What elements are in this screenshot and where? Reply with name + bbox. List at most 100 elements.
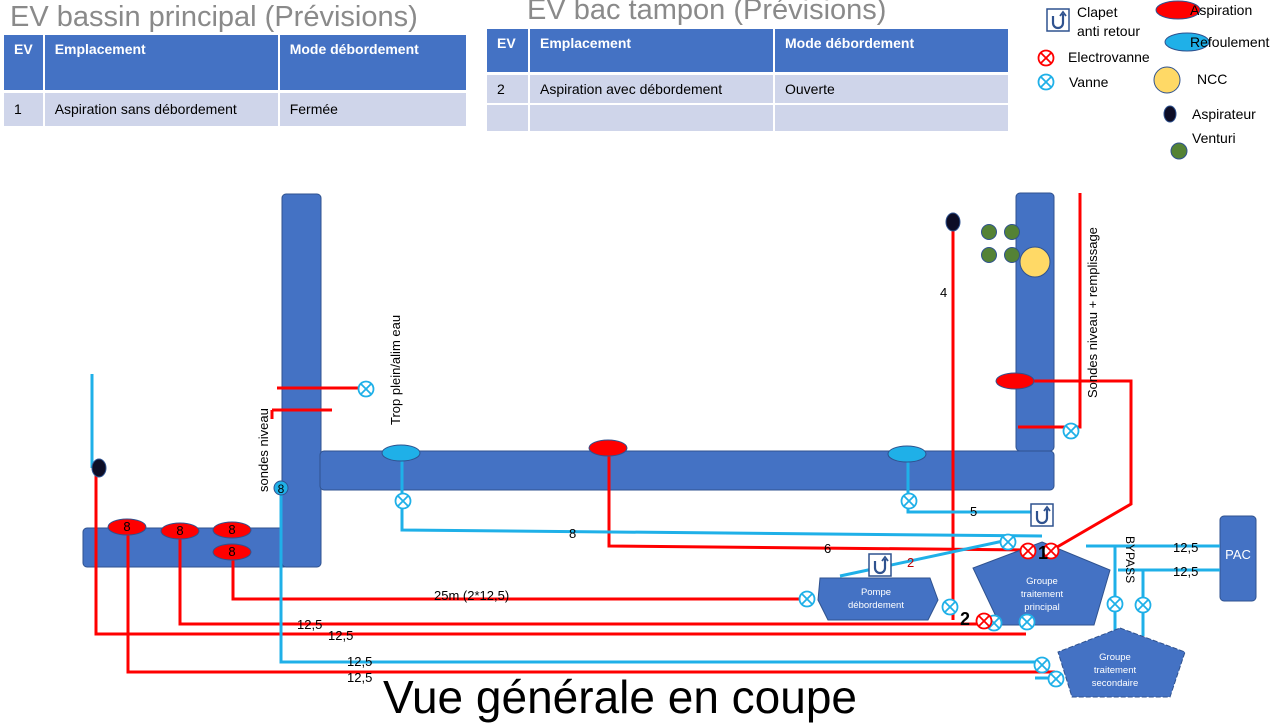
cell-mode bbox=[774, 103, 1010, 133]
clapet-entree bbox=[1029, 502, 1055, 528]
pompe-label-1: Pompe bbox=[861, 587, 891, 598]
bouche-8b bbox=[160, 522, 200, 540]
label-ev-1: 1 bbox=[1038, 543, 1048, 563]
pipe-aspiration-tampon bbox=[1015, 379, 1133, 552]
label-bouche-8a: 8 bbox=[123, 519, 130, 534]
label-trop-plein: Trop plein/alim eau bbox=[388, 315, 403, 425]
groupe-secondaire bbox=[1057, 627, 1186, 698]
cell-emplacement bbox=[529, 103, 775, 133]
refoulement-2 bbox=[887, 445, 927, 463]
pipe-bouche-c bbox=[231, 553, 807, 601]
table-principal-title: EV bassin principal (Prévisions) bbox=[10, 1, 418, 33]
aspiration-icon bbox=[1155, 0, 1201, 20]
valve-bypass-2 bbox=[1134, 596, 1152, 614]
aspiration-fond bbox=[588, 439, 628, 457]
venturi-1 bbox=[981, 224, 997, 240]
aspiration-tampon bbox=[995, 372, 1035, 390]
pipe-bouche-a bbox=[126, 532, 1055, 674]
pipe-refoulement-8 bbox=[400, 455, 1043, 538]
cell-emplacement: Aspiration sans débordement bbox=[43, 91, 280, 128]
pipe-remplissage bbox=[1018, 193, 1082, 429]
tampon-wall bbox=[1015, 192, 1055, 452]
groupe-principal bbox=[972, 541, 1111, 626]
legend-aspirateur: Aspirateur bbox=[1192, 106, 1256, 122]
label-5: 5 bbox=[970, 504, 977, 519]
legend-clapet-line2: anti retour bbox=[1077, 23, 1140, 39]
venturi-4 bbox=[1004, 247, 1020, 263]
legend-refoulement: Refoulement bbox=[1190, 34, 1269, 50]
clapet-icon bbox=[1045, 7, 1071, 33]
pipe-sonde bbox=[270, 408, 332, 419]
label-bypass: BYPASS bbox=[1123, 536, 1137, 583]
valve-ligne-a bbox=[1018, 613, 1036, 631]
tampon-floor bbox=[319, 450, 1055, 491]
label-6: 6 bbox=[824, 541, 831, 556]
th-mode: Mode débordement bbox=[278, 35, 469, 93]
refoulement-pipes bbox=[90, 374, 1220, 680]
label-12-5-c: 12,5 bbox=[347, 654, 372, 669]
legend-venturi: Venturi bbox=[1192, 130, 1236, 146]
legend-electrovanne: Electrovanne bbox=[1068, 49, 1150, 65]
aspirateur-icon bbox=[1163, 105, 1177, 123]
label-12-5-a: 12,5 bbox=[297, 617, 322, 632]
label-bouche-8e: 8 bbox=[278, 482, 285, 496]
label-bouche-8b: 8 bbox=[176, 523, 183, 538]
footer-title: Vue générale en coupe bbox=[383, 671, 858, 723]
aspirateur-right bbox=[945, 212, 961, 232]
cell-ev: 1 bbox=[4, 91, 45, 128]
label-2-red: 2 bbox=[907, 555, 914, 570]
pac bbox=[1219, 515, 1257, 602]
valve-refoulement-2 bbox=[900, 492, 918, 510]
label-sondes-remplissage: Sondes niveau + remplissage bbox=[1085, 227, 1100, 398]
gtp-label-1: Groupe bbox=[1026, 576, 1058, 587]
legend-clapet-line1: Clapet bbox=[1077, 4, 1118, 20]
valve-remplissage bbox=[1062, 422, 1080, 440]
refoulement-icon bbox=[1164, 32, 1210, 52]
cell-mode: Fermée bbox=[278, 91, 469, 128]
label-12-5-f: 12,5 bbox=[1173, 564, 1198, 579]
legend: Clapet anti retour Electrovanne Vanne As… bbox=[1037, 0, 1269, 160]
aspirateur-left bbox=[91, 458, 107, 478]
th-ev: EV bbox=[4, 35, 45, 93]
label-bouche-8d: 8 bbox=[228, 544, 235, 559]
gtp-label-2: traitement bbox=[1021, 589, 1064, 600]
table-tampon-title: EV bac tampon (Prévisions) bbox=[527, 0, 887, 26]
structures: PAC bbox=[82, 192, 1257, 602]
label-12-5-e: 12,5 bbox=[1173, 540, 1198, 555]
electrovanne-icon bbox=[1037, 49, 1055, 67]
legend-ncc: NCC bbox=[1197, 71, 1227, 87]
pipe-refoulement-5 bbox=[906, 455, 1040, 514]
label-bouche-8c: 8 bbox=[228, 522, 235, 537]
th-emplacement: Emplacement bbox=[529, 29, 775, 75]
ncc-1 bbox=[1019, 246, 1051, 278]
gtp-label-3: principal bbox=[1024, 602, 1059, 613]
bouches bbox=[91, 212, 1051, 561]
vanne-icon bbox=[1037, 73, 1055, 91]
pipe-pompe bbox=[839, 538, 1009, 578]
venturi-icon bbox=[1170, 142, 1188, 160]
aspiration-pipes bbox=[94, 193, 1133, 674]
label-25m: 25m (2*12,5) bbox=[434, 588, 509, 603]
label-sondes-niveau: sondes niveau bbox=[256, 408, 271, 492]
table-tampon: EV Emplacement Mode débordement 2 Aspira… bbox=[487, 29, 1010, 133]
venturi-3 bbox=[981, 247, 997, 263]
valve-retour-a bbox=[1033, 656, 1051, 674]
label-4: 4 bbox=[940, 285, 947, 300]
cell-ev: 2 bbox=[487, 73, 530, 105]
gts-label-1: Groupe bbox=[1099, 652, 1131, 663]
valve-trop-plein bbox=[357, 380, 375, 398]
clapet-pompe bbox=[867, 552, 893, 578]
pompe-debordement bbox=[817, 577, 939, 621]
cell-emplacement: Aspiration avec débordement bbox=[529, 73, 775, 105]
bouche-8c bbox=[212, 521, 252, 539]
pipe-bouche-b bbox=[178, 532, 985, 626]
bouche-8e bbox=[273, 480, 289, 496]
valve-retour-b bbox=[1047, 670, 1065, 688]
label-8: 8 bbox=[569, 526, 576, 541]
label-12-5-b: 12,5 bbox=[328, 628, 353, 643]
th-emplacement: Emplacement bbox=[43, 35, 280, 93]
pipe-retour-a bbox=[279, 490, 1042, 664]
electrovanne-2 bbox=[975, 612, 993, 630]
venturi-2 bbox=[1004, 224, 1020, 240]
